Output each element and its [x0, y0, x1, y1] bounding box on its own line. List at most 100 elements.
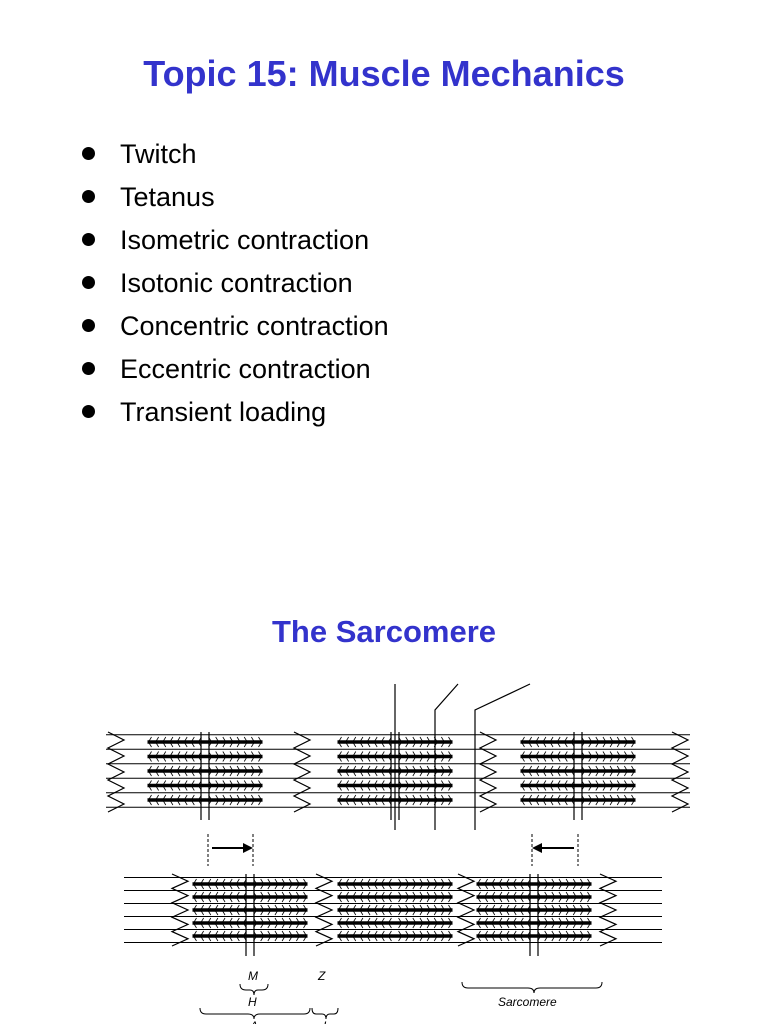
myosin-head	[588, 736, 593, 743]
myosin-head	[426, 756, 431, 762]
myosin-head	[426, 904, 431, 911]
myosin-head	[448, 770, 452, 777]
myosin-head	[544, 891, 549, 898]
myosin-head	[236, 736, 241, 743]
myosin-head	[359, 883, 364, 890]
myosin-head	[260, 904, 265, 911]
myosin-head	[565, 917, 570, 924]
myosin-head	[426, 917, 431, 924]
myosin-head	[565, 922, 570, 929]
myosin-head	[366, 765, 371, 772]
z-line	[456, 873, 476, 947]
myosin-head	[433, 930, 438, 937]
myosin-head	[303, 896, 307, 903]
myosin-head	[580, 896, 584, 903]
list-item: Concentric contraction	[80, 306, 389, 349]
myosin-head	[359, 794, 364, 801]
myosin-head	[214, 935, 219, 942]
myosin-head	[528, 736, 532, 743]
myosin-head	[380, 878, 385, 885]
myosin-head	[542, 785, 547, 791]
myosin-head	[580, 904, 584, 911]
myosin-head	[535, 799, 540, 806]
myosin-head	[405, 878, 410, 885]
myosin-head	[616, 765, 621, 772]
myosin-head	[345, 785, 349, 791]
myosin-head	[448, 891, 452, 898]
myosin-head	[183, 794, 188, 801]
myosin-head	[303, 935, 307, 942]
myosin-head	[352, 794, 357, 801]
myosin-head	[595, 794, 600, 801]
myosin-head	[366, 883, 371, 890]
myosin-head	[426, 909, 431, 916]
myosin-head	[419, 922, 424, 929]
myosin-head	[251, 751, 255, 757]
myosin-head	[563, 799, 568, 806]
myosin-head	[556, 765, 561, 772]
myosin-head	[588, 780, 593, 786]
myosin-head	[551, 904, 556, 911]
myosin-head	[405, 736, 410, 743]
myosin-head	[200, 883, 204, 890]
myosin-head	[373, 922, 378, 929]
myosin-head	[221, 930, 226, 937]
myosin-head	[228, 922, 233, 929]
myosin-head	[558, 896, 563, 903]
myosin-head	[303, 909, 307, 916]
myosin-head	[419, 794, 424, 801]
myosin-head	[565, 935, 570, 942]
myosin-head	[412, 770, 417, 777]
myosin-head	[549, 799, 554, 806]
myosin-head	[426, 770, 431, 777]
myosin-head	[303, 904, 307, 911]
myosin-head	[512, 917, 517, 924]
myosin-head	[169, 799, 174, 806]
myosin-head	[345, 909, 349, 916]
myosin-head	[258, 794, 262, 801]
myosin-head	[352, 756, 357, 762]
myosin-head	[551, 909, 556, 916]
myosin-head	[200, 917, 204, 924]
myosin-head	[359, 799, 364, 806]
myosin-head	[448, 917, 452, 924]
myosin-head	[281, 883, 286, 890]
myosin-head	[631, 794, 635, 801]
myosin-head	[587, 883, 591, 890]
myosin-head	[616, 794, 621, 801]
myosin-head	[148, 736, 152, 743]
z-line	[478, 731, 498, 813]
myosin-head	[288, 904, 293, 911]
myosin-head	[193, 935, 197, 942]
myosin-head	[243, 785, 248, 791]
myosin-head	[426, 736, 431, 743]
myosin-head	[448, 756, 452, 762]
myosin-head	[338, 922, 342, 929]
myosin-head	[544, 909, 549, 916]
myosin-head	[380, 935, 385, 942]
myosin-head	[441, 891, 445, 898]
myosin-head	[221, 935, 226, 942]
myosin-head	[214, 922, 219, 929]
myosin-head	[229, 736, 234, 743]
myosin-head	[155, 770, 159, 777]
bullet-icon	[82, 276, 95, 289]
myosin-head	[448, 794, 452, 801]
myosin-head	[398, 917, 402, 924]
myosin-head	[631, 780, 635, 786]
z-line	[292, 731, 312, 813]
myosin-head	[433, 891, 438, 898]
myosin-head	[602, 756, 607, 762]
myosin-head	[352, 891, 357, 898]
myosin-head	[624, 780, 628, 786]
myosin-head	[190, 780, 195, 786]
myosin-head	[243, 765, 248, 772]
relaxed-sarcomere-illustration	[106, 731, 690, 820]
myosin-head	[235, 935, 240, 942]
myosin-head	[359, 878, 364, 885]
myosin-head	[352, 883, 357, 890]
myosin-head	[373, 765, 378, 772]
myosin-head	[380, 770, 385, 777]
myosin-head	[521, 794, 525, 801]
myosin-head	[412, 785, 417, 791]
